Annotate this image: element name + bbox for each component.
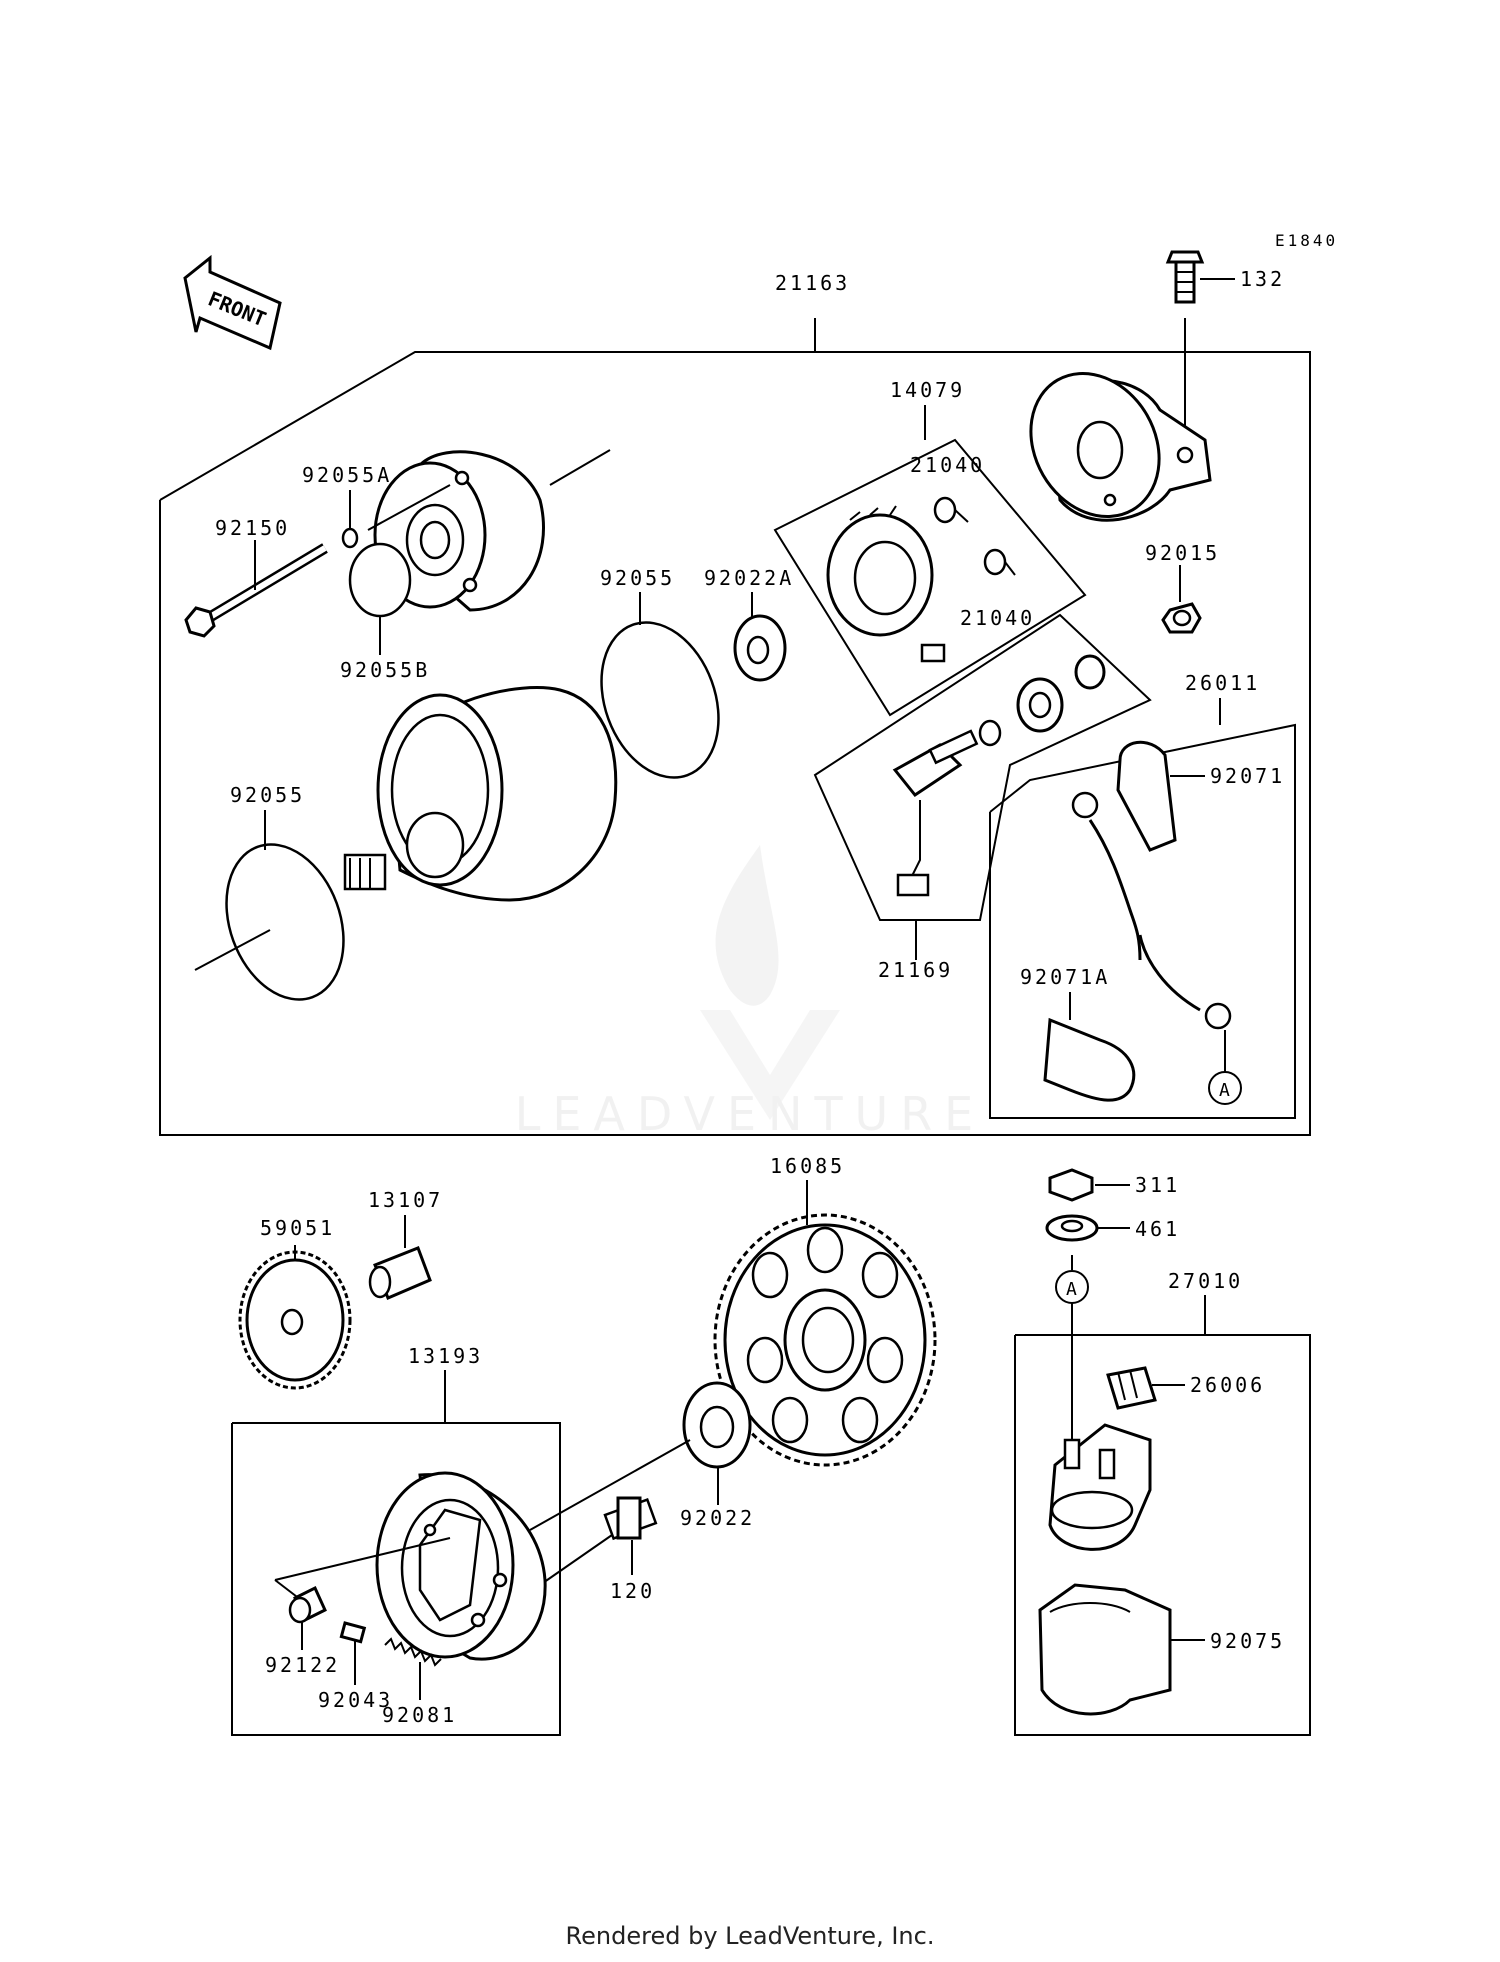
terminal-bolt-21169: [892, 729, 979, 897]
part-label-132: 132: [1240, 267, 1285, 291]
through-bolt-92150: [184, 543, 328, 638]
part-label-92055-left: 92055: [230, 783, 305, 807]
one-way-clutch-13193: [375, 1471, 547, 1661]
part-label-92071: 92071: [1210, 764, 1285, 788]
brush-holder-14079: [826, 505, 946, 663]
callout-A-upper-label: A: [1219, 1080, 1230, 1101]
motor-housing: [343, 686, 618, 902]
part-label-92055A: 92055A: [302, 463, 392, 487]
part-label-92075: 92075: [1210, 1629, 1285, 1653]
front-arrow-icon: FRONT: [183, 254, 282, 351]
part-label-92022: 92022: [680, 1506, 755, 1530]
o-ring-92055A: [341, 527, 359, 549]
part-label-26011: 26011: [1185, 671, 1260, 695]
lead-set-outline: [989, 723, 1296, 1119]
footer-credit: Rendered by LeadVenture, Inc.: [565, 1922, 935, 1950]
o-ring-92055B: [348, 542, 412, 618]
relay-outline: [1014, 1334, 1311, 1736]
washer-92022: [682, 1381, 752, 1469]
part-label-16085: 16085: [770, 1154, 845, 1178]
pin-92043: [339, 1621, 367, 1644]
washer-92022A: [733, 614, 787, 682]
rear-end-cover: [1029, 371, 1212, 522]
brush-holder-outline: [773, 438, 1087, 717]
part-label-21169: 21169: [878, 958, 953, 982]
part-label-27010: 27010: [1168, 1269, 1243, 1293]
starter-gear-16085: [713, 1213, 937, 1467]
part-label-92022A: 92022A: [704, 566, 794, 590]
fuse-26006: [1106, 1366, 1157, 1410]
diagram-code: E1840: [1275, 231, 1338, 250]
boot-92071: [1116, 740, 1177, 852]
starter-assembly-outline: [159, 351, 1311, 1136]
relay-cover-92075: [1038, 1583, 1172, 1716]
part-label-59051: 59051: [260, 1216, 335, 1240]
part-label-92122: 92122: [265, 1653, 340, 1677]
part-label-92043: 92043: [318, 1688, 393, 1712]
part-label-461: 461: [1135, 1217, 1180, 1241]
starter-relay: [1048, 1423, 1152, 1551]
brush-spring-21040-upper: [933, 496, 969, 524]
part-label-14079: 14079: [890, 378, 965, 402]
sleeve-13107: [368, 1246, 432, 1300]
lead-cable: [1071, 791, 1232, 1030]
gear-59051: [238, 1250, 352, 1390]
part-label-92055-mid: 92055: [600, 566, 675, 590]
part-label-92015: 92015: [1145, 541, 1220, 565]
part-label-26006: 26006: [1190, 1373, 1265, 1397]
clutch-outline: [231, 1422, 561, 1736]
terminal-insulators: [978, 654, 1106, 747]
part-label-13193: 13193: [408, 1344, 483, 1368]
part-label-92071A: 92071A: [1020, 965, 1110, 989]
part-label-21163: 21163: [775, 271, 850, 295]
bolt-132: [1165, 250, 1205, 304]
spring-92081: [384, 1637, 442, 1667]
part-label-21040-upper: 21040: [910, 453, 985, 477]
nut-92015: [1161, 602, 1202, 634]
callout-A-lower-label: A: [1066, 1279, 1077, 1300]
part-label-92150: 92150: [215, 516, 290, 540]
part-label-21040-lower: 21040: [960, 606, 1035, 630]
shaft-120: [603, 1496, 658, 1541]
callout-A-upper: [1208, 1071, 1242, 1105]
part-label-120: 120: [610, 1579, 655, 1603]
part-label-311: 311: [1135, 1173, 1180, 1197]
part-label-92055B: 92055B: [340, 658, 430, 682]
brush-spring-21040-lower: [983, 548, 1016, 576]
o-ring-92055-mid: [600, 621, 720, 779]
roller-92122: [288, 1585, 327, 1624]
leadventure-watermark: LEADVENTURE: [515, 845, 986, 1141]
watermark-text: LEADVENTURE: [515, 1087, 986, 1141]
nut-311: [1048, 1168, 1094, 1202]
o-ring-92055-left: [225, 843, 345, 1001]
washer-461: [1045, 1214, 1099, 1242]
part-label-13107: 13107: [368, 1188, 443, 1212]
boot-92071A: [1043, 1017, 1136, 1102]
terminal-set-outline: [813, 613, 1152, 921]
part-label-92081: 92081: [382, 1703, 457, 1727]
